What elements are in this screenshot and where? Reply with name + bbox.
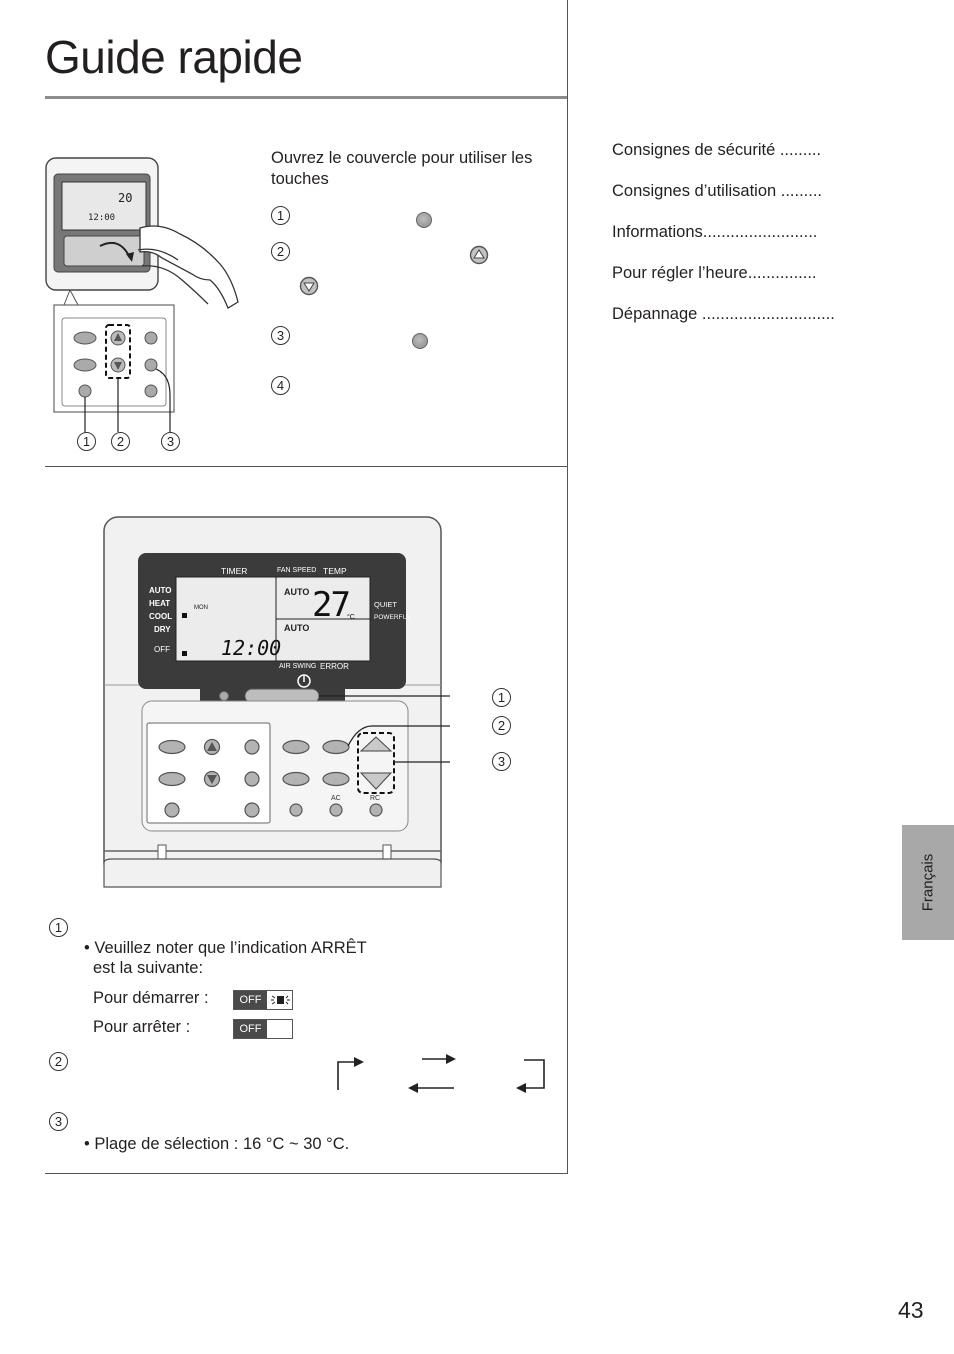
swing-cycle-arrows xyxy=(337,1054,545,1093)
toc-item-safety: Consignes de sécurité ......... xyxy=(612,141,822,159)
quiet-label: QUIET xyxy=(374,600,397,609)
svg-text:20: 20 xyxy=(118,191,132,205)
off-text: OFF xyxy=(234,991,267,1009)
panel-callout-1: 1 xyxy=(492,688,511,707)
open-cover-illustration: 12:00 20 xyxy=(45,157,239,432)
off-text: OFF xyxy=(234,1020,267,1038)
temperature-readout: 27 xyxy=(312,585,351,625)
panel-callout-3: 3 xyxy=(492,752,511,771)
section-bottom-rule xyxy=(45,1173,568,1174)
mode-dry: DRY xyxy=(154,625,171,634)
step-4-number: 4 xyxy=(271,376,290,395)
step-2-number: 2 xyxy=(271,242,290,261)
step-1-number: 1 xyxy=(271,206,290,225)
column-divider xyxy=(567,0,568,1174)
panel-callout-2: 2 xyxy=(492,716,511,735)
stop-label: Pour arrêter : xyxy=(93,1018,191,1036)
error-label: ERROR xyxy=(320,662,349,671)
button-icon xyxy=(412,333,428,349)
blinking-marker-icon xyxy=(271,995,290,1005)
note-1-number: 1 xyxy=(49,918,68,937)
button-icon xyxy=(416,212,432,228)
callout-3: 3 xyxy=(161,432,180,451)
off-note-line1: • Veuillez noter que l’indication ARRÊT xyxy=(84,939,367,957)
temperature-unit: °C xyxy=(347,614,355,621)
day-label: MON xyxy=(194,605,208,611)
svg-text:12:00: 12:00 xyxy=(88,213,115,223)
air-swing-label: AIR SWING xyxy=(279,663,317,670)
off-note-line2: est la suivante: xyxy=(93,959,204,977)
mode-off: OFF xyxy=(154,645,170,654)
ac-label: AC xyxy=(331,795,341,802)
mode-cool: COOL xyxy=(149,612,173,621)
page-number: 43 xyxy=(898,1297,924,1323)
swing-auto-label: AUTO xyxy=(284,623,310,633)
callout-1: 1 xyxy=(77,432,96,451)
down-arrow-button-icon xyxy=(299,276,319,296)
mode-auto: AUTO xyxy=(149,586,172,595)
toc-item-troubleshooting: Dépannage ............................. xyxy=(612,305,835,323)
mode-heat: HEAT xyxy=(149,599,171,608)
rc-label: RC xyxy=(370,795,381,802)
language-tab: Français xyxy=(902,825,954,940)
off-indicator-steady: OFF xyxy=(233,1019,293,1039)
temp-label: TEMP xyxy=(323,566,347,576)
open-cover-instruction: Ouvrez le couvercle pour utiliser les to… xyxy=(271,149,533,188)
powerful-label: POWERFUL xyxy=(374,614,411,621)
clock-readout: 12:00 xyxy=(221,636,282,660)
toc-item-clock: Pour régler l’heure............... xyxy=(612,264,817,282)
timer-label: TIMER xyxy=(221,566,248,576)
section-divider xyxy=(45,466,568,467)
fan-speed-label: FAN SPEED xyxy=(277,567,317,574)
page-title: Guide rapide xyxy=(45,31,303,83)
up-arrow-button-icon xyxy=(469,245,489,265)
mode-list: AUTO HEAT COOL DRY OFF xyxy=(149,584,172,656)
temperature-range-note: • Plage de sélection : 16 °C ~ 30 °C. xyxy=(84,1135,350,1153)
step-3-number: 3 xyxy=(271,326,290,345)
language-tab-label: Français xyxy=(919,853,937,912)
toc-item-information: Informations......................... xyxy=(612,223,818,241)
quiet-powerful-labels: QUIET POWERFUL xyxy=(374,598,411,624)
note-2-number: 2 xyxy=(49,1052,68,1071)
off-indicator-blinking: OFF xyxy=(233,990,293,1010)
fan-auto-label: AUTO xyxy=(284,587,310,597)
callout-2: 2 xyxy=(111,432,130,451)
toc-item-usage: Consignes d’utilisation ......... xyxy=(612,182,823,200)
remote-controller-illustration xyxy=(103,516,450,888)
title-underline xyxy=(45,96,568,99)
start-label: Pour démarrer : xyxy=(93,989,209,1007)
note-3-number: 3 xyxy=(49,1112,68,1131)
